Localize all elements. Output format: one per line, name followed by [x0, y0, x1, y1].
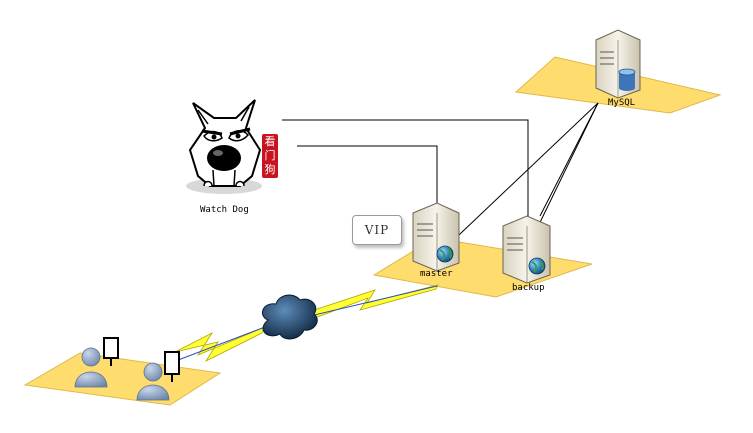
vip-box: VIP: [352, 215, 402, 245]
master-server: [412, 202, 460, 272]
stamp-char: 狗: [264, 163, 276, 176]
master-label: master: [420, 269, 453, 279]
monitor-icon: [164, 351, 180, 375]
watchdog-label: Watch Dog: [200, 205, 249, 215]
network-cloud-icon: [261, 294, 318, 340]
backup-label: backup: [512, 283, 545, 293]
mysql-to-backup-line-2: [539, 102, 599, 217]
mysql-label: MySQL: [608, 98, 636, 108]
monitor-icon: [103, 337, 119, 359]
user-icon: [136, 351, 180, 401]
backup-server: [502, 215, 551, 284]
vip-label: VIP: [364, 223, 390, 237]
stamp-char: 看: [264, 135, 276, 148]
database-icon: [618, 68, 636, 91]
mysql-to-backup-line: [529, 102, 599, 244]
server-platform: [372, 237, 593, 298]
server-icon: [412, 202, 460, 272]
watchdog-stamp: 看 门 狗: [262, 134, 278, 178]
watchdog-to-backup-line: [282, 119, 529, 243]
cloud-link-line: [309, 285, 438, 317]
user-icon: [74, 337, 119, 388]
mysql-server: [595, 29, 641, 99]
client-platform: [23, 352, 222, 406]
client-link-line: [164, 326, 266, 366]
mysql-to-master-line: [439, 102, 599, 254]
stamp-char: 门: [264, 149, 276, 162]
watchdog-dog-icon: [186, 99, 262, 194]
